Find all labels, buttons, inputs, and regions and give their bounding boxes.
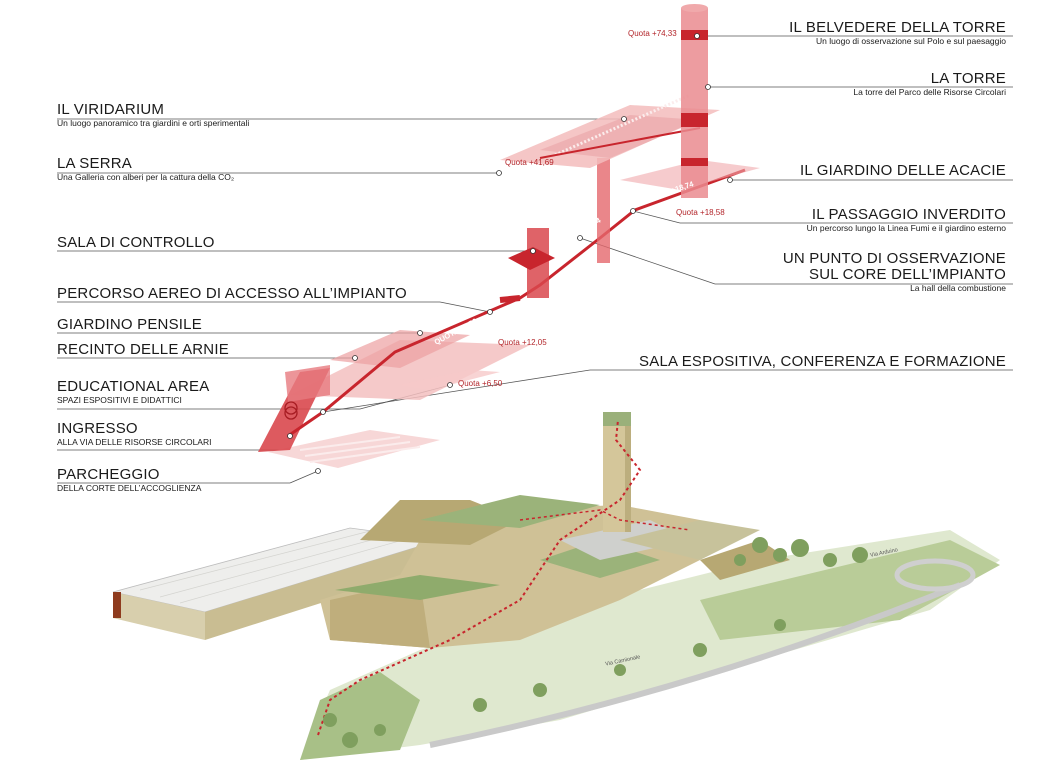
educational-plane xyxy=(290,340,530,400)
elevation-passaggio: Quota +18,58 xyxy=(676,208,725,217)
label-title: UN PUNTO DI OSSERVAZIONE xyxy=(782,250,1006,267)
leader-lines xyxy=(57,35,1013,484)
label-title: IL GIARDINO DELLE ACACIE xyxy=(800,162,1006,179)
label-sala-espositiva: SALA ESPOSITIVA, CONFERENZA E FORMAZIONE xyxy=(639,354,1006,370)
label-title: SALA DI CONTROLLO xyxy=(57,234,215,251)
label-viridarium: IL VIRIDARIUM Un luogo panoramico tra gi… xyxy=(57,101,250,129)
label-title: RECINTO DELLE ARNIE xyxy=(57,341,229,358)
label-serra: LA SERRA Una Galleria con alberi per la … xyxy=(57,155,235,183)
label-torre: LA TORRE La torre del Parco delle Risors… xyxy=(853,70,1006,98)
label-ingresso: INGRESSO ALLA VIA DELLE RISORSE CIRCOLAR… xyxy=(57,420,212,448)
label-title: IL PASSAGGIO INVERDITO xyxy=(811,206,1006,223)
label-recinto-arnie: RECINTO DELLE ARNIE xyxy=(57,342,229,358)
serra-shaft xyxy=(597,158,610,263)
exploded-route-diagram xyxy=(258,4,760,474)
label-parcheggio: PARCHEGGIO DELLA CORTE DELL’ACCOGLIENZA xyxy=(57,466,202,494)
label-punto-osservazione: UN PUNTO DI OSSERVAZIONE SUL CORE DELL’I… xyxy=(782,250,1006,294)
label-subtitle: ALLA VIA DELLE RISORSE CIRCOLARI xyxy=(57,437,212,447)
elevation-tower-top: Quota +74,33 xyxy=(628,29,677,38)
label-title: PERCORSO AEREO DI ACCESSO ALL’IMPIANTO xyxy=(57,285,407,302)
label-giardino-pensile: GIARDINO PENSILE xyxy=(57,317,202,333)
label-subtitle: SPAZI ESPOSITIVI E DIDATTICI xyxy=(57,395,182,405)
label-title: GIARDINO PENSILE xyxy=(57,316,202,333)
label-belvedere: IL BELVEDERE DELLA TORRE Un luogo di oss… xyxy=(789,19,1006,47)
label-title: IL VIRIDARIUM xyxy=(57,101,165,118)
label-passaggio-inverdito: IL PASSAGGIO INVERDITO Un percorso lungo… xyxy=(806,206,1006,234)
label-sala-di-controllo: SALA DI CONTROLLO xyxy=(57,235,215,251)
label-subtitle: Una Galleria con alberi per la cattura d… xyxy=(57,172,235,182)
label-subtitle: DELLA CORTE DELL’ACCOGLIENZA xyxy=(57,483,202,493)
elevation-recinto: Quota +12,05 xyxy=(498,338,547,347)
label-title: EDUCATIONAL AREA xyxy=(57,378,210,395)
site-axonometry xyxy=(112,412,1000,760)
label-subtitle: Un luogo di osservazione sul Polo e sul … xyxy=(816,36,1006,46)
label-subtitle: Un luogo panoramico tra giardini e orti … xyxy=(57,118,250,128)
label-title: INGRESSO xyxy=(57,420,138,437)
elevation-viridarium: Quota +41,69 xyxy=(505,158,554,167)
label-subtitle: La torre del Parco delle Risorse Circola… xyxy=(853,87,1006,97)
label-title: SALA ESPOSITIVA, CONFERENZA E FORMAZIONE xyxy=(639,353,1006,370)
elevation-educational: Quota +6,50 xyxy=(458,379,503,388)
label-title: LA SERRA xyxy=(57,155,132,172)
label-subtitle: Un percorso lungo la Linea Fumi e il gia… xyxy=(806,223,1006,233)
label-title-line2: SUL CORE DELL’IMPIANTO xyxy=(809,266,1006,283)
label-title: LA TORRE xyxy=(930,70,1006,87)
label-title: IL BELVEDERE DELLA TORRE xyxy=(789,19,1006,36)
label-title: PARCHEGGIO xyxy=(57,466,160,483)
label-giardino-acacie: IL GIARDINO DELLE ACACIE xyxy=(800,163,1006,179)
label-educational-area: EDUCATIONAL AREA SPAZI ESPOSITIVI E DIDA… xyxy=(57,378,210,406)
label-subtitle: La hall della combustione xyxy=(910,283,1006,293)
label-percorso-aereo: PERCORSO AEREO DI ACCESSO ALL’IMPIANTO xyxy=(57,286,407,302)
